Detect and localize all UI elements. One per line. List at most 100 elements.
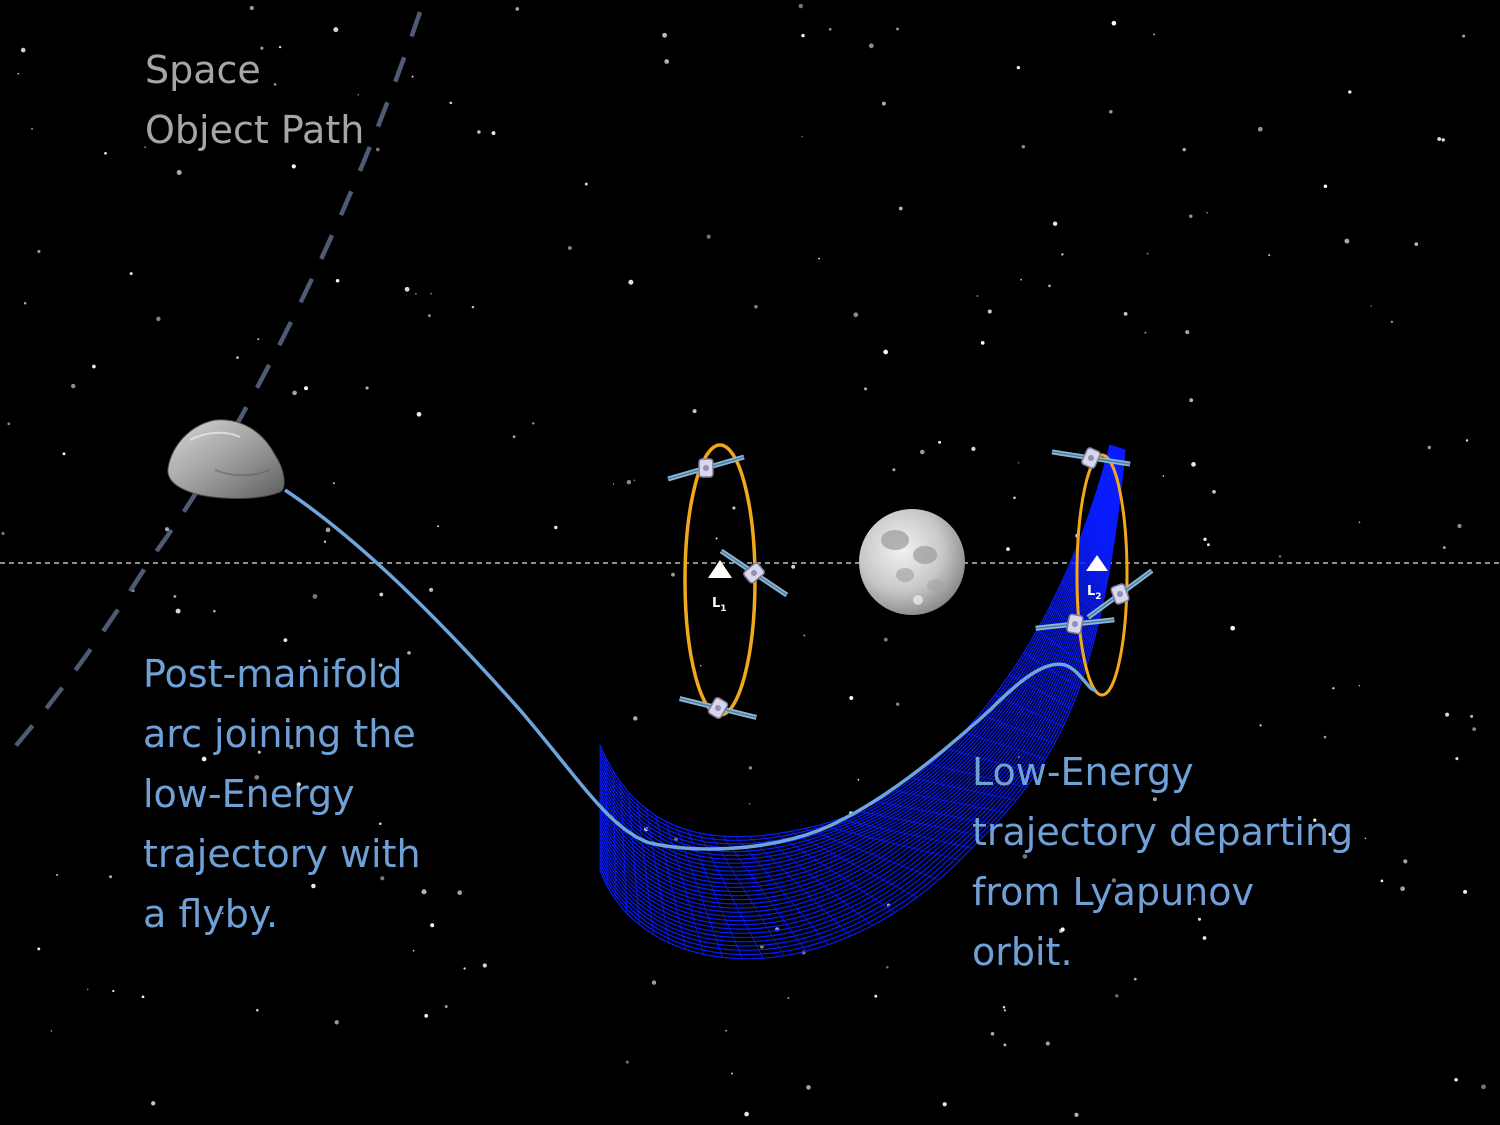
manifold-rung — [620, 782, 628, 914]
star — [1465, 439, 1469, 442]
star — [612, 483, 615, 485]
manifold-rung — [1023, 652, 1080, 689]
l2-letter: L — [1087, 584, 1095, 599]
space-object-path — [6, 11, 423, 757]
star — [449, 101, 453, 105]
star — [567, 246, 572, 250]
star — [1002, 1005, 1006, 1009]
star — [1400, 886, 1405, 892]
star — [1364, 837, 1367, 840]
star — [37, 947, 41, 951]
star — [1230, 625, 1236, 631]
star — [1016, 65, 1021, 70]
star — [662, 32, 668, 38]
star — [584, 182, 588, 186]
star — [283, 638, 288, 643]
star — [1206, 543, 1210, 547]
star — [415, 292, 417, 295]
caption-line: orbit. — [972, 930, 1073, 974]
star — [404, 286, 410, 292]
l2-subscript: 2 — [1095, 592, 1101, 602]
star — [304, 386, 308, 391]
manifold-rung — [762, 835, 873, 926]
star — [308, 659, 311, 663]
star — [56, 873, 59, 876]
satellite-icon — [680, 679, 757, 736]
star — [1472, 727, 1477, 732]
star — [213, 609, 216, 613]
star — [1189, 214, 1193, 218]
star — [857, 778, 860, 781]
manifold-rung — [665, 821, 705, 955]
star — [273, 83, 277, 86]
star — [7, 422, 11, 426]
star — [1390, 320, 1394, 324]
manifold-rung — [655, 815, 687, 950]
star — [1006, 547, 1010, 551]
star — [430, 292, 432, 295]
star — [942, 1102, 947, 1107]
star — [801, 33, 805, 38]
star — [806, 1085, 811, 1090]
star — [1013, 496, 1016, 500]
manifold-rung — [1036, 629, 1087, 667]
star — [375, 147, 380, 152]
star — [430, 923, 435, 928]
star — [1278, 555, 1282, 558]
star — [144, 146, 147, 149]
star — [112, 989, 115, 993]
star — [692, 409, 697, 414]
manifold-rung — [1092, 501, 1117, 526]
star — [332, 482, 335, 485]
star — [895, 702, 900, 706]
star — [407, 651, 411, 655]
star — [818, 257, 820, 260]
manifold-rung — [722, 835, 807, 952]
star — [50, 1030, 53, 1032]
star — [1052, 221, 1058, 226]
caption-line: low-Energy — [143, 772, 355, 816]
star — [257, 338, 260, 340]
star — [260, 46, 264, 50]
l2-marker: L2 — [1086, 555, 1108, 602]
manifold-rung — [687, 829, 743, 959]
star — [249, 5, 254, 11]
star — [457, 890, 463, 896]
star — [357, 93, 360, 96]
star — [1463, 889, 1468, 894]
star — [1457, 523, 1462, 529]
star — [471, 305, 475, 309]
manifold-rung — [1083, 529, 1112, 559]
star — [1462, 34, 1466, 38]
low-energy-caption: Low-Energy trajectory departing from Lya… — [972, 742, 1353, 982]
star — [898, 206, 903, 211]
star — [427, 314, 431, 318]
caption-line: arc joining the — [143, 712, 416, 756]
asteroid-icon — [167, 419, 285, 499]
moon-icon — [859, 509, 965, 615]
star — [1358, 684, 1361, 687]
manifold-rung — [895, 790, 1006, 814]
manifold-rung — [839, 818, 972, 849]
star — [1259, 724, 1262, 727]
star — [868, 43, 874, 49]
star — [164, 527, 170, 532]
star — [798, 3, 804, 9]
star — [980, 341, 985, 345]
star — [335, 278, 340, 283]
star — [699, 665, 702, 667]
star — [1060, 927, 1065, 932]
star — [715, 537, 718, 540]
star — [1109, 110, 1113, 114]
star — [748, 803, 751, 805]
star — [883, 637, 888, 642]
star — [129, 272, 133, 276]
star — [881, 101, 886, 106]
star — [141, 995, 145, 999]
star — [886, 966, 889, 969]
star — [151, 1101, 156, 1106]
star — [236, 356, 239, 359]
star — [651, 980, 657, 985]
manifold-rung — [735, 836, 829, 946]
